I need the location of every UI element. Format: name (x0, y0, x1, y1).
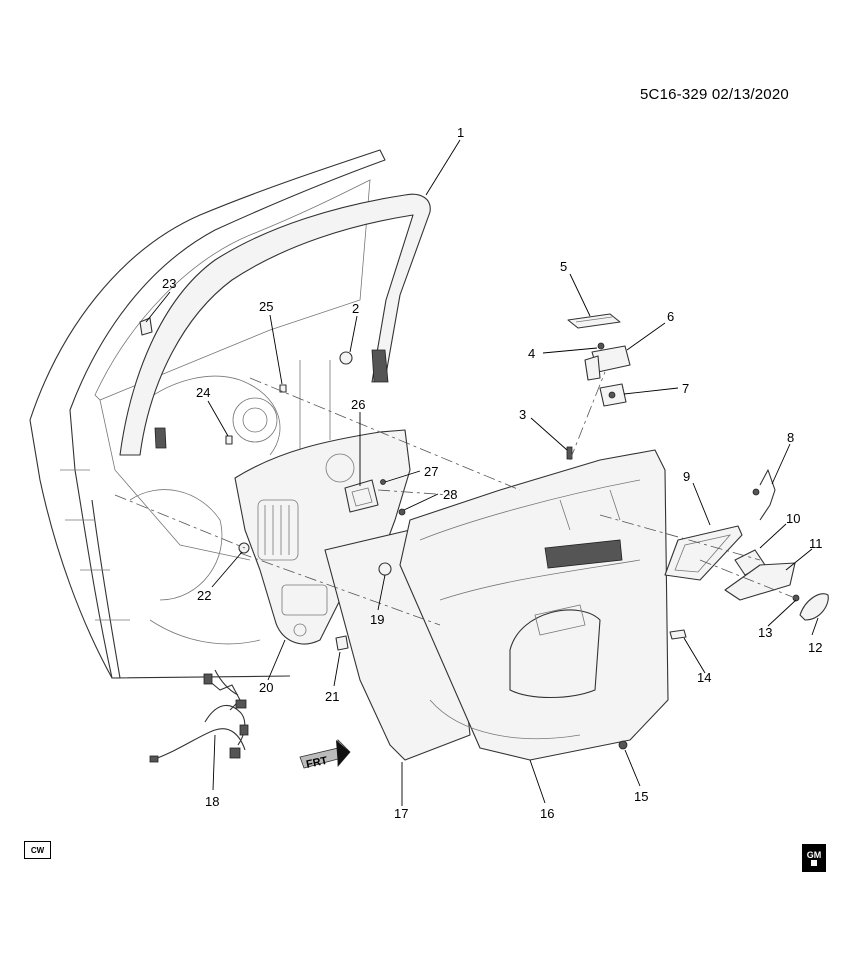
callout-24: 24 (196, 385, 210, 400)
part-6-switch (584, 345, 631, 381)
callout-7: 7 (682, 381, 689, 396)
callout-3: 3 (519, 407, 526, 422)
part-16-trim-panel (399, 449, 669, 761)
callout-1: 1 (457, 125, 464, 140)
part-1-window-channel (119, 193, 431, 456)
part-18-wire-harness (149, 669, 249, 763)
callout-9: 9 (683, 469, 690, 484)
part-11-handle-housing (724, 562, 796, 601)
part-26-speaker-bracket (344, 479, 379, 513)
part-8-harness-clip (752, 469, 776, 521)
part-3-bolt (566, 446, 573, 460)
callout-23: 23 (162, 276, 176, 291)
callout-15: 15 (634, 789, 648, 804)
part-25-clip (279, 384, 287, 393)
callout-10: 10 (786, 511, 800, 526)
front-direction-label: FRT (305, 755, 329, 771)
part-15-screw (618, 740, 628, 750)
callout-19: 19 (370, 612, 384, 627)
callout-26: 26 (351, 397, 365, 412)
callout-12: 12 (808, 640, 822, 655)
drawing-id-stamp: 5C16-329 02/13/2020 (640, 86, 789, 103)
callout-25: 25 (259, 299, 273, 314)
gm-logo-icon: GM (802, 844, 826, 872)
callout-11: 11 (809, 536, 823, 551)
callout-5: 5 (560, 259, 567, 274)
part-4-screw (597, 342, 605, 350)
callout-16: 16 (540, 806, 554, 821)
front-arrow-icon (299, 739, 351, 769)
gm-logo-bar (810, 860, 818, 866)
part-14-clip (669, 629, 687, 640)
gm-logo-text: GM (806, 850, 822, 860)
part-13-screw (792, 594, 800, 602)
part-7-switch-assembly (599, 383, 627, 407)
part-23-clip (139, 317, 153, 336)
part-19-clip (378, 562, 392, 576)
part-9-handle-bezel (664, 525, 743, 581)
callout-6: 6 (667, 309, 674, 324)
callout-2: 2 (352, 301, 359, 316)
callout-20: 20 (259, 680, 273, 695)
door-shell (29, 149, 386, 679)
part-27-screw (380, 479, 386, 485)
callout-8: 8 (787, 430, 794, 445)
callout-13: 13 (758, 625, 772, 640)
callout-27: 27 (424, 464, 438, 479)
part-21-clip (335, 635, 349, 651)
callout-21: 21 (325, 689, 339, 704)
assembly-lines (114, 371, 796, 626)
part-24-clip (225, 435, 233, 445)
callout-14: 14 (697, 670, 711, 685)
part-5-bezel (567, 313, 621, 329)
callout-28: 28 (443, 487, 457, 502)
part-12-cap (799, 593, 829, 621)
part-2-bumper (339, 351, 353, 365)
part-28-screw (398, 508, 406, 516)
callout-22: 22 (197, 588, 211, 603)
callout-17: 17 (394, 806, 408, 821)
cw-label: CW (24, 841, 51, 859)
callout-numbers: 1 2 3 4 5 6 7 8 9 10 11 12 13 14 15 16 1… (162, 125, 823, 821)
callout-4: 4 (528, 346, 535, 361)
leader-lines (145, 139, 819, 806)
callout-18: 18 (205, 794, 219, 809)
